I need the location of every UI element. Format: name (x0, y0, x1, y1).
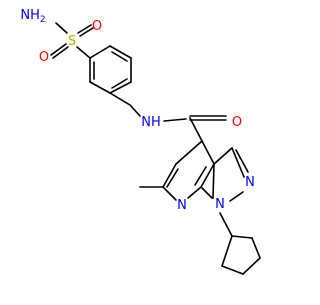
amine-nh-text: NH (20, 8, 40, 23)
bond-s-o-bottom (50, 43, 67, 56)
bond-s-o-top (77, 24, 92, 34)
bond-ar-in3 (111, 51, 128, 62)
bond-cp4 (221, 265, 244, 275)
bond-cp2 (251, 237, 261, 259)
bond-s-o-top-2 (79, 27, 94, 37)
bond-s-o-bottom-2 (52, 46, 69, 59)
amine-nh2-label: NH2 (20, 8, 45, 25)
bond-py5 (162, 163, 177, 188)
bond-py6 (175, 140, 203, 165)
bond-layer (50, 22, 261, 275)
bond-pz1 (213, 147, 233, 165)
sulfonyl-oxygen-top-label: O (92, 19, 102, 34)
bond-ch2b (129, 104, 141, 117)
bond-py-in2 (166, 168, 179, 188)
pyridine-nitrogen-label: N (177, 198, 187, 213)
amide-nh-label: NH (141, 115, 161, 130)
pyrazole-n2-label: N (245, 175, 255, 190)
molecule-structure: NH2 S O O NH O N N N (20, 8, 261, 275)
bond-pz4b (200, 186, 213, 199)
bond-ar5 (109, 45, 132, 59)
bond-py-in1 (194, 166, 207, 186)
bond-ch2a (109, 92, 131, 106)
molecule-canvas: NH2 S O O NH O N N N (20, 8, 261, 275)
bond-cp0 (219, 212, 233, 237)
bond-ar3 (109, 81, 132, 94)
bond-s-n (55, 22, 68, 34)
bond-ar2 (89, 81, 111, 94)
bond-py3 (187, 186, 202, 199)
bond-py2 (200, 163, 215, 188)
bond-ar-in2 (111, 78, 128, 89)
bond-pz2b (235, 149, 249, 173)
bond-pz4 (212, 163, 215, 199)
amide-oxygen-label: O (232, 115, 242, 130)
sulfur-label: S (68, 34, 76, 49)
bond-c-ring (189, 117, 203, 142)
amine-subscript: 2 (40, 15, 46, 25)
bond-pz2 (231, 147, 245, 178)
bond-cp1 (231, 235, 253, 239)
pyrazole-n1-label: N (215, 197, 225, 212)
sulfonyl-oxygen-bottom-label: O (39, 50, 49, 65)
bond-cp3 (242, 257, 261, 275)
bond-s-ring (76, 46, 91, 59)
bond-n-c (163, 118, 187, 122)
bond-py1 (201, 140, 215, 165)
bond-pz3 (229, 191, 244, 202)
bond-cp5 (221, 235, 233, 267)
bond-ar6 (89, 45, 111, 59)
bond-py4 (162, 186, 177, 201)
